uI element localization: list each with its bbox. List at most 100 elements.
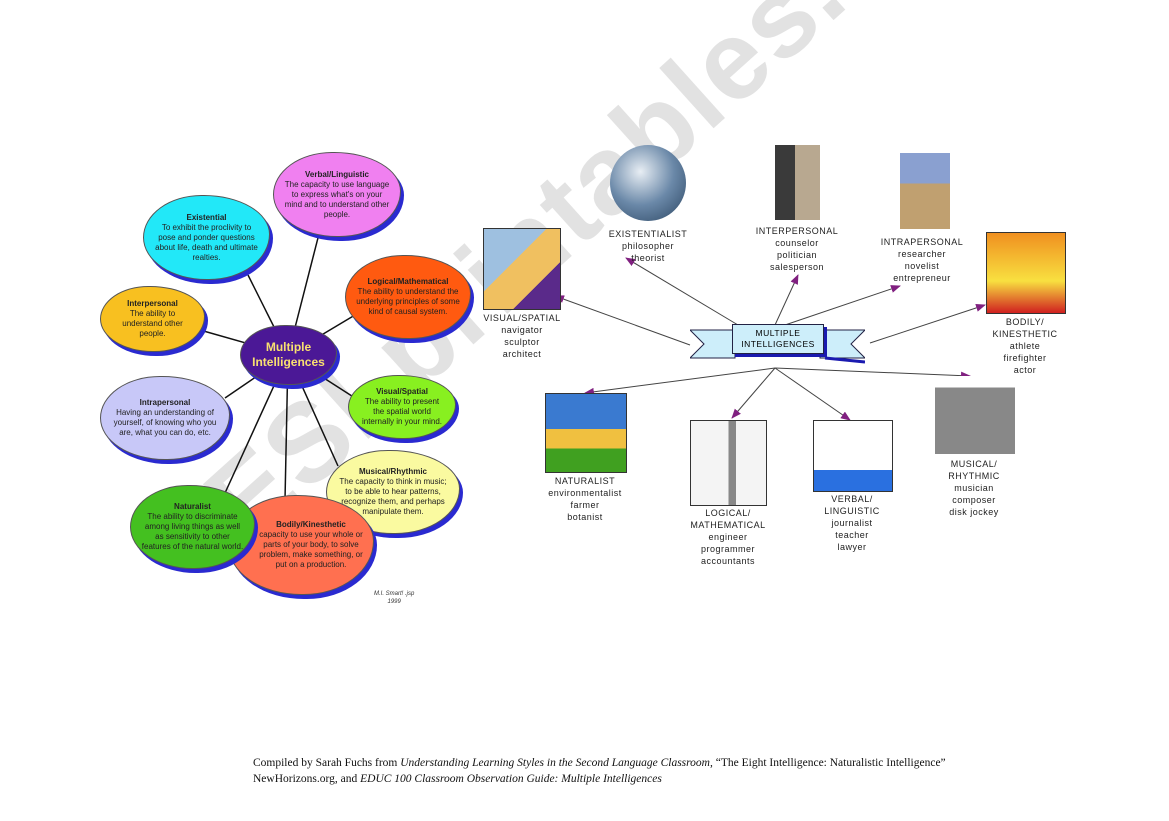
- arrow-interpersonal: [774, 274, 799, 326]
- job: sculptor: [504, 337, 540, 347]
- credit-author: M.I. Smart! .jsp: [374, 591, 415, 597]
- intelligence-title: MUSICAL/ RHYTHMIC: [948, 459, 1000, 481]
- arrow-intrapersonal: [784, 285, 901, 326]
- citation-text: “The Eight Intelligence: Naturalistic In…: [712, 757, 946, 769]
- job: farmer: [570, 500, 600, 510]
- job: lawyer: [837, 542, 867, 552]
- citation-text: Compiled by Sarah Fuchs from: [253, 757, 401, 769]
- career-verbal-linguistic: VERBAL/ LINGUISTIC journalist teacher lawye…: [817, 493, 887, 553]
- firefighter-icon: [986, 232, 1066, 314]
- banner-line2: INTELLIGENCES: [741, 339, 815, 349]
- intelligence-title: NATURALIST: [554, 476, 616, 486]
- citation-text: NewHorizons.org, and: [253, 773, 361, 785]
- arrow-bodily: [869, 304, 986, 344]
- job: salesperson: [769, 262, 825, 272]
- cloud-text: The ability to discriminate among living…: [141, 512, 244, 551]
- cloud-text: Having an understanding of yourself, of …: [113, 408, 217, 437]
- intelligence-title: EXISTENTIALIST: [608, 229, 688, 239]
- job: disk jockey: [949, 507, 999, 517]
- center-title-line2: Intelligences: [252, 355, 325, 369]
- job: firefighter: [1003, 353, 1047, 363]
- cloud-text: The capacity to think in music; to be ab…: [339, 477, 447, 516]
- cloud-text: To exhibit the proclivity to pose and po…: [155, 222, 258, 262]
- arrow-musical: [774, 367, 971, 380]
- job: entrepreneur: [893, 273, 951, 283]
- intelligence-title: VERBAL/ LINGUISTIC: [824, 494, 880, 516]
- cloud-text: The ability to understand the underlying…: [356, 287, 460, 316]
- cloud-text: The ability to understand other people.: [122, 309, 183, 338]
- typist-icon: [813, 420, 893, 492]
- job: theorist: [631, 253, 665, 263]
- job: counselor: [775, 238, 819, 248]
- job: botanist: [567, 512, 603, 522]
- job: programmer: [700, 544, 755, 554]
- citation-title: EDUC 100 Classroom Observation Guide: Mu…: [360, 773, 662, 785]
- cloud-title: Bodily/Kinesthetic: [276, 520, 346, 529]
- job: actor: [1013, 365, 1037, 375]
- career-logical-mathematical: LOGICAL/ MATHEMATICAL engineer programmer a…: [683, 507, 773, 567]
- arrow-visual: [554, 295, 691, 346]
- center-title-line1: Multiple: [265, 340, 312, 354]
- cloud-text: The ability to present the spatial world…: [361, 397, 443, 426]
- cloud-title: Visual/Spatial: [376, 387, 428, 396]
- cloud-text: The capacity to use language to express …: [284, 179, 390, 219]
- credit: M.I. Smart! .jsp 1999: [374, 590, 414, 606]
- job: politician: [776, 250, 818, 260]
- job: composer: [952, 495, 996, 505]
- job: navigator: [501, 325, 543, 335]
- cloud-title: Verbal/Linguistic: [304, 169, 369, 179]
- job: journalist: [831, 518, 873, 528]
- job: teacher: [835, 530, 869, 540]
- cloud-title: Musical/Rhythmic: [358, 467, 427, 476]
- job: athlete: [1009, 341, 1041, 351]
- cloud-title: Interpersonal: [127, 299, 178, 308]
- ribbon-icon: [690, 329, 865, 364]
- job: accountants: [700, 556, 756, 566]
- job: philosopher: [621, 241, 675, 251]
- job: novelist: [904, 261, 940, 271]
- cloud-title: Logical/Mathematical: [367, 277, 449, 286]
- career-bodily-kinesthetic: BODILY/ KINESTHETIC athlete firefighter act…: [990, 316, 1060, 376]
- job: musician: [954, 483, 994, 493]
- credit-year: 1999: [387, 599, 401, 605]
- engineer-icon: [690, 420, 767, 506]
- violinist-icon: [935, 376, 1015, 454]
- intelligence-title: VISUAL/SPATIAL: [483, 313, 561, 323]
- cloud-title: Intrapersonal: [139, 398, 191, 407]
- arrow-verbal: [774, 367, 851, 421]
- couple-icon: [775, 145, 820, 220]
- job: architect: [502, 349, 542, 359]
- arrow-naturalist: [584, 367, 776, 396]
- arrow-existential: [625, 257, 739, 326]
- farmer-icon: [545, 393, 627, 473]
- arrow-logical: [731, 367, 776, 419]
- citation-footer: Compiled by Sarah Fuchs from Understandi…: [253, 755, 946, 787]
- intelligence-title: INTERPERSONAL: [755, 226, 839, 236]
- intelligence-title: LOGICAL/ MATHEMATICAL: [690, 508, 766, 530]
- intelligence-title: INTRAPERSONAL: [880, 237, 964, 247]
- cloud-title: Naturalist: [174, 502, 211, 511]
- career-visual-spatial: VISUAL/SPATIAL navigator sculptor architect: [483, 312, 560, 360]
- career-musical-rhythmic: MUSICAL/ RHYTHMIC musician composer disk jo…: [939, 458, 1009, 518]
- cloud-text: capacity to use your whole or parts of y…: [259, 530, 363, 569]
- banner-line1: MULTIPLE: [755, 328, 801, 338]
- cloud-title: Existential: [186, 212, 227, 222]
- job: engineer: [708, 532, 748, 542]
- globe-icon: [610, 145, 686, 221]
- career-existentialist: EXISTENTIALIST philosopher theorist: [609, 228, 688, 264]
- intelligence-title: BODILY/ KINESTHETIC: [992, 317, 1058, 339]
